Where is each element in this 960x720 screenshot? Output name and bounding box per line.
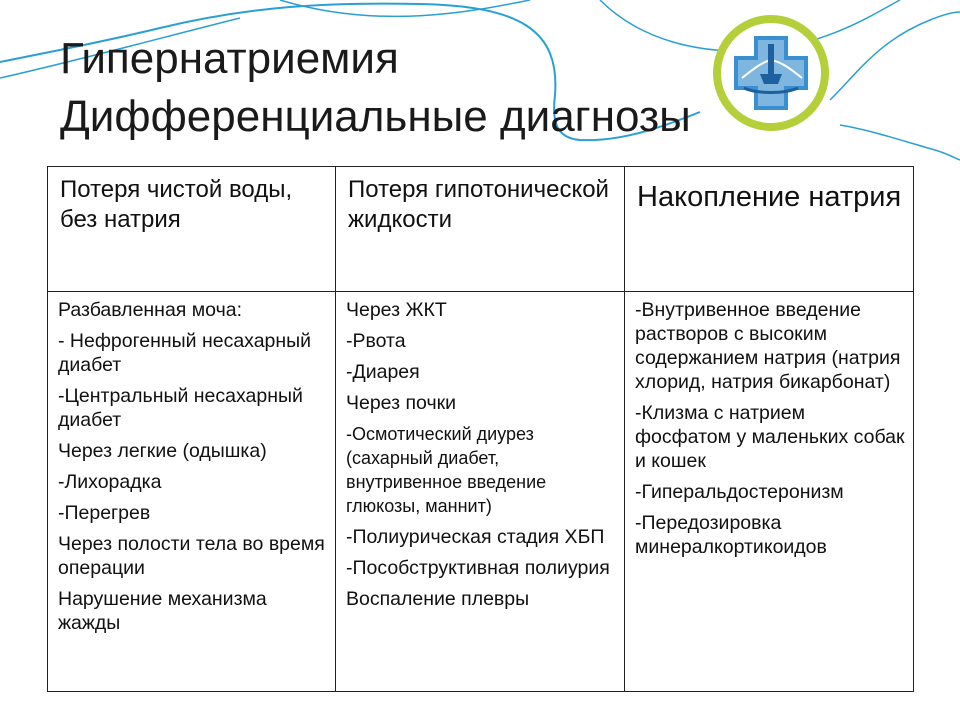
header-pure-water-loss: Потеря чистой воды, без натрия	[47, 166, 336, 292]
table-row: Разбавленная моча: - Нефрогенный несахар…	[47, 291, 914, 692]
column-hypotonic-fluid-loss: Через ЖКТ -Рвота -Диарея Через почки -Ос…	[335, 291, 625, 692]
column-pure-water-loss: Разбавленная моча: - Нефрогенный несахар…	[47, 291, 336, 692]
list-item: Через полости тела во время операции	[58, 533, 325, 579]
column-sodium-accumulation: -Внутривенное введение растворов с высок…	[624, 291, 914, 692]
list-item: -Лихорадка	[58, 471, 162, 493]
list-item: Через ЖКТ	[346, 299, 447, 321]
header-sodium-accumulation: Накопление натрия	[624, 166, 914, 292]
list-item: Нарушение механизма жажды	[58, 588, 267, 634]
list-item: -Пособструктивная полиурия	[346, 557, 610, 579]
list-item: -Перегрев	[58, 502, 151, 524]
title-line-1: Гипернатриемия	[60, 34, 399, 83]
list-item: Воспаление плевры	[346, 588, 530, 610]
list-item: Через легкие (одышка)	[58, 440, 267, 462]
title-line-2: Дифференциальные диагнозы	[60, 92, 691, 141]
list-item: -Полиурическая стадия ХБП	[346, 526, 605, 548]
logo-emblem-icon	[713, 15, 829, 131]
list-item: Разбавленная моча:	[58, 299, 243, 321]
list-item: -Диарея	[346, 361, 420, 383]
list-item: -Рвота	[346, 330, 406, 352]
table-header-row: Потеря чистой воды, без натрия Потеря ги…	[47, 166, 914, 292]
header-hypotonic-fluid-loss: Потеря гипотонической жидкости	[335, 166, 625, 292]
list-item: -Центральный несахарный диабет	[58, 385, 303, 431]
list-item: -Осмотический диурез (сахарный диабет, в…	[346, 424, 547, 516]
differential-diagnosis-table: Потеря чистой воды, без натрия Потеря ги…	[47, 166, 914, 692]
list-item: -Гиперальдостеронизм	[635, 481, 844, 503]
list-item: -Клизма с натрием фосфатом у маленьких с…	[635, 402, 905, 472]
list-item: -Передозировка минералкортикоидов	[635, 512, 827, 558]
list-item: Через почки	[346, 392, 457, 414]
page-title: Гипернатриемия Дифференциальные диагнозы	[60, 30, 691, 146]
list-item: - Нефрогенный несахарный диабет	[58, 330, 312, 376]
list-item: -Внутривенное введение растворов с высок…	[635, 299, 901, 393]
